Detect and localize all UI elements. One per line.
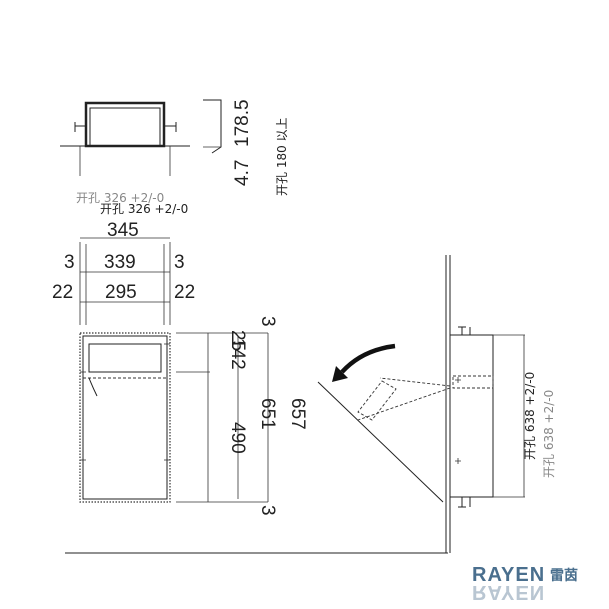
- top-view: 开孔 326 +2/-0 开孔 326 +2/-0: [60, 101, 190, 216]
- front-door-curve: [88, 377, 98, 397]
- door-hinge-lines: [357, 377, 451, 421]
- wall-cutout-height-label: 开孔 638 +2/-0: [523, 372, 537, 460]
- left-margin-b-dim: 22: [52, 282, 73, 303]
- side-profile: 178.5 4.7 开孔 180 以上: [203, 99, 289, 196]
- cutout-width-label-ghost: 开孔 326 +2/-0: [76, 191, 164, 205]
- wall-unit-bottom-clip: [458, 497, 471, 508]
- cutout-width-label: 开孔 326 +2/-0: [100, 202, 188, 216]
- wall-unit-body: [449, 334, 494, 498]
- inner-total-dim: 651: [257, 398, 278, 430]
- front-upper-opening: [88, 343, 162, 373]
- height-dimensions: 25 3 142 490 651 657 3: [176, 316, 308, 516]
- side-height-dim: 178.5: [232, 99, 253, 147]
- outer-total-dim: 657: [287, 398, 308, 430]
- door-swing: [317, 343, 451, 503]
- width-dimensions: 345 3 339 3 22 295 22: [52, 220, 195, 325]
- brand-logo: RAYEN RAYEN 雷茵: [472, 564, 578, 603]
- wall-unit-top-clip: [458, 326, 471, 335]
- wall-unit-screw-mark: [455, 458, 461, 464]
- wall-cutout-height-label-ghost: 开孔 638 +2/-0: [542, 390, 556, 478]
- top-view-inner: [89, 107, 161, 147]
- wall-section: 开孔 638 +2/-0 开孔 638 +2/-0: [445, 255, 556, 553]
- wall-unit-upper-slot: [452, 375, 494, 389]
- top-view-body: [84, 101, 166, 148]
- right-margin-b-dim: 22: [174, 282, 195, 303]
- wall-unit-screw-mark-upper: [455, 377, 461, 383]
- side-profile-bracket: [203, 99, 222, 154]
- open-door-panel: [317, 381, 444, 503]
- front-outer-outline: [79, 332, 171, 503]
- top-thickness-dim: 3: [257, 316, 278, 327]
- overall-width-dim: 345: [107, 220, 139, 241]
- side-flange-dim: 4.7: [232, 160, 253, 186]
- front-elevation: [79, 332, 171, 503]
- top-view-clips: [74, 122, 177, 132]
- brand-logo-cn: 雷茵: [550, 567, 578, 584]
- bottom-thickness-dim: 3: [257, 505, 278, 516]
- front-body: [82, 335, 168, 500]
- inner-a-dim: 339: [104, 252, 136, 273]
- brand-logo-reflection: RAYEN: [472, 581, 545, 603]
- upper-height-dim: 142: [227, 338, 248, 370]
- top-offset-dim: 25: [227, 330, 248, 351]
- door-swing-arrow: [340, 343, 396, 374]
- inner-b-dim: 295: [105, 282, 137, 303]
- left-margin-a-dim: 3: [64, 252, 75, 273]
- door-swing-arrowhead: [332, 366, 348, 382]
- brand-logo-text: RAYEN: [472, 564, 545, 586]
- right-margin-a-dim: 3: [174, 252, 185, 273]
- lower-height-dim: 490: [227, 422, 248, 454]
- cutout-depth-label: 开孔 180 以上: [275, 117, 289, 196]
- open-bin-outline: [357, 380, 397, 421]
